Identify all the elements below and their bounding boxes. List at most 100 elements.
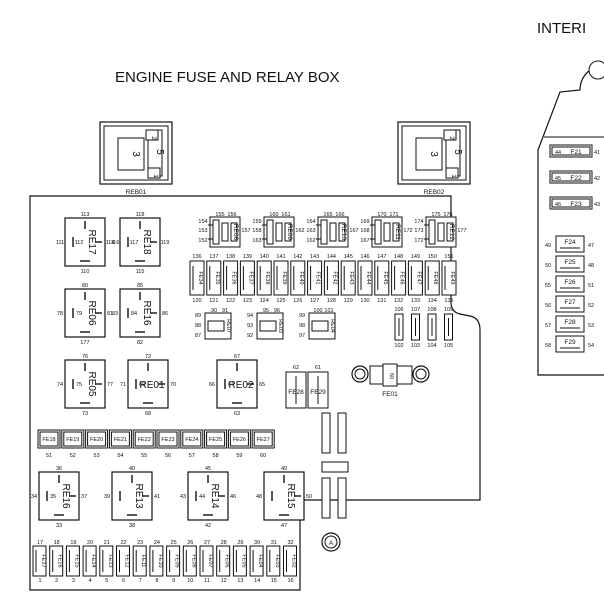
pin-label: 62 [293, 365, 299, 371]
pin-label: 58 [213, 453, 219, 459]
fuse-fe25: FE25 58 [204, 429, 228, 459]
pin-label: 134 [428, 298, 437, 304]
pin-label: 146 [360, 254, 369, 260]
pin-label: 37 [81, 494, 87, 500]
pin-label: 177 [457, 228, 466, 234]
pin-label: 97 [299, 333, 305, 339]
pin-label: 148 [394, 254, 403, 260]
pin-label: 60 [388, 373, 394, 379]
relay-terminal [259, 320, 277, 332]
pin-label: 14 [254, 578, 260, 584]
pin-label: 69 [139, 382, 145, 388]
pin-label: 41 [154, 494, 160, 500]
pin-label: 65 [259, 382, 265, 388]
pin-label: 106 [394, 307, 403, 313]
relay-label: RE16 [141, 300, 152, 325]
pin-label: 50 [306, 494, 312, 500]
pin-label: 161 [281, 212, 290, 218]
pin-label: 15 [271, 578, 277, 584]
fuse-body [204, 429, 228, 449]
connector-pin-2 [145, 129, 159, 141]
fuse-body [37, 429, 61, 449]
fuse-label: FE19 [66, 437, 79, 443]
pin-label: 86 [162, 311, 168, 317]
engine-box-outline [29, 195, 481, 591]
mount-hole [588, 60, 604, 80]
pin-label: 167 [360, 238, 369, 244]
pin-label: 99 [299, 313, 305, 319]
pin-label: 47 [281, 523, 287, 529]
fuse-label: FE25 [209, 437, 222, 443]
fuse-link-center [382, 363, 398, 387]
pin-label: 20 [87, 540, 93, 546]
pin-label: 152 [198, 238, 207, 244]
channel [321, 461, 349, 473]
pin-label: 172 [403, 228, 412, 234]
relay-label: RE13 [133, 483, 144, 508]
pin-label: 136 [192, 254, 201, 260]
connector-pin-2 [443, 129, 457, 141]
pin-label: 36 [56, 466, 62, 472]
relay-label: RE11 [394, 224, 401, 240]
pin-label: 120 [192, 298, 201, 304]
pin-label: 53 [588, 323, 594, 329]
pin-label: 49 [281, 466, 287, 472]
relay-label: RE07 [225, 319, 231, 333]
pin-label: 82 [137, 340, 143, 346]
pin-label: 59 [236, 453, 242, 459]
pin-label: 64 [228, 382, 234, 388]
pin-label: 115 [136, 269, 145, 275]
pin-label: 60 [260, 453, 266, 459]
fuse-label: FE36 [231, 271, 237, 284]
pin-label: 75 [76, 382, 82, 388]
connector-body [99, 121, 173, 185]
relay-terminal [207, 320, 225, 332]
pin-label: 23 [137, 540, 143, 546]
pin-label: 24 [154, 540, 160, 546]
fuse-label: FE26 [233, 437, 246, 443]
pin-label: 142 [293, 254, 302, 260]
pin-label: 116 [111, 240, 120, 246]
fuse-label: FE48 [432, 271, 438, 284]
relay-label: RE12 [448, 224, 455, 241]
pin-label: 52 [588, 303, 594, 309]
fuse-label: F25 [564, 259, 576, 266]
fuse-body [132, 429, 156, 449]
fuse-label: FE10 [157, 554, 163, 567]
fuse-label: FE03 [274, 554, 280, 567]
pin-label: 52 [70, 453, 76, 459]
fuse-label: FE22 [138, 437, 151, 443]
fuse-body [549, 144, 593, 158]
pin-label: 30 [254, 540, 260, 546]
pin-label: 160 [269, 212, 278, 218]
pin-label: 46 [555, 202, 561, 208]
relay-terminal [446, 222, 454, 242]
connector-inner [401, 125, 467, 181]
relay-label: RE03 [277, 319, 283, 333]
fuse-label: F24 [564, 239, 576, 246]
pin-label: 2 [150, 136, 157, 140]
pin-label: 107 [411, 307, 420, 313]
pin-label: 29 [237, 540, 243, 546]
fuse-label: FE21 [114, 437, 127, 443]
fuse-label: FE49 [449, 271, 455, 284]
pin-label: 81 [107, 311, 113, 317]
pin-label: 49 [545, 243, 551, 249]
fuse-label: FE11 [140, 555, 146, 568]
pin-label: 114 [106, 240, 115, 246]
pin-label: 38 [129, 523, 135, 529]
